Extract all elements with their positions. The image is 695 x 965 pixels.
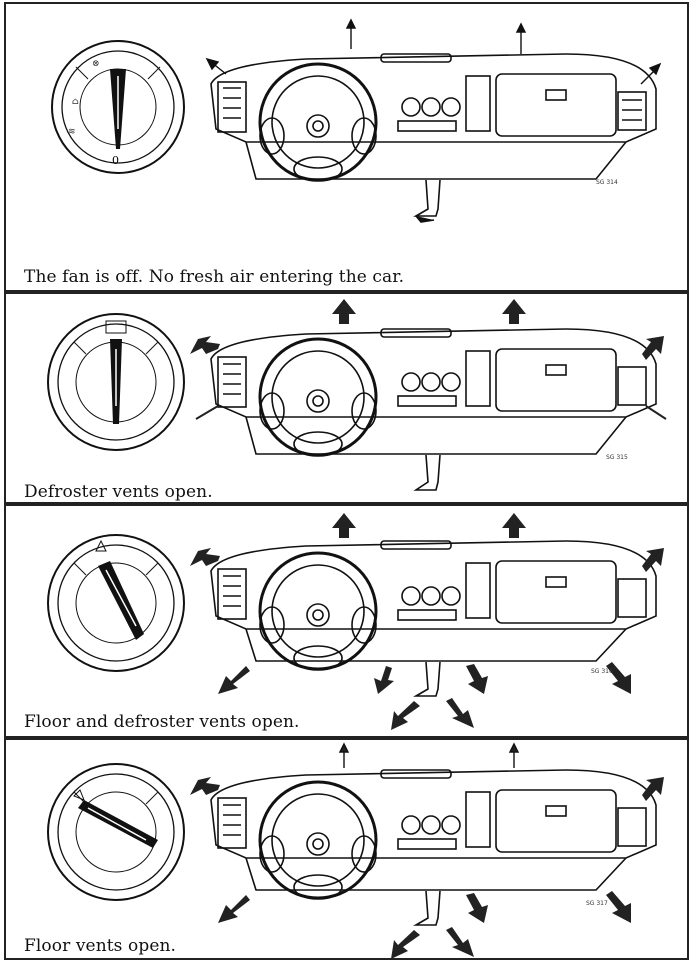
control-knob bbox=[47, 313, 185, 451]
figure-code: SG 315 bbox=[606, 454, 628, 461]
figure-code: SG 317 bbox=[586, 900, 608, 907]
airflow-arrows bbox=[190, 742, 664, 959]
illustration-defroster bbox=[47, 299, 667, 491]
figure-code: SG 316 bbox=[591, 668, 613, 675]
svg-text:≋: ≋ bbox=[68, 127, 76, 137]
airflow-arrows bbox=[190, 513, 664, 730]
control-knob bbox=[47, 763, 185, 901]
caption: The fan is off. No fresh air entering th… bbox=[24, 267, 405, 287]
dashboard bbox=[210, 769, 657, 926]
manual-page: ⌂ ≋ ⊗ 0 bbox=[4, 2, 689, 960]
dashboard bbox=[210, 328, 657, 491]
caption: Defroster vents open. bbox=[24, 482, 213, 502]
knob-pointer bbox=[98, 561, 144, 640]
panel-fan-off: ⌂ ≋ ⊗ 0 bbox=[4, 2, 689, 292]
svg-text:⊗: ⊗ bbox=[92, 59, 100, 69]
dashboard bbox=[210, 540, 657, 697]
svg-text:⌂: ⌂ bbox=[72, 97, 79, 107]
airflow-arrows bbox=[205, 18, 662, 85]
caption: Floor and defroster vents open. bbox=[24, 712, 300, 732]
dashboard bbox=[210, 53, 657, 223]
caption: Floor vents open. bbox=[24, 936, 177, 956]
panel-defroster: SG 315 Defroster vents open. bbox=[4, 292, 689, 504]
control-knob bbox=[47, 534, 185, 672]
illustration-fan-off: ⌂ ≋ ⊗ 0 bbox=[51, 18, 662, 223]
panel-floor-defroster: SG 316 Floor and defroster vents open. bbox=[4, 504, 689, 738]
airflow-arrows bbox=[190, 299, 667, 420]
illustration-floor-defroster bbox=[47, 513, 664, 730]
illustration-floor bbox=[47, 742, 664, 959]
figure-code: SG 314 bbox=[596, 179, 618, 186]
knob-off-label: 0 bbox=[112, 154, 119, 167]
panel-floor: SG 317 Floor vents open. bbox=[4, 738, 689, 960]
control-knob: ⌂ ≋ ⊗ bbox=[51, 40, 185, 174]
